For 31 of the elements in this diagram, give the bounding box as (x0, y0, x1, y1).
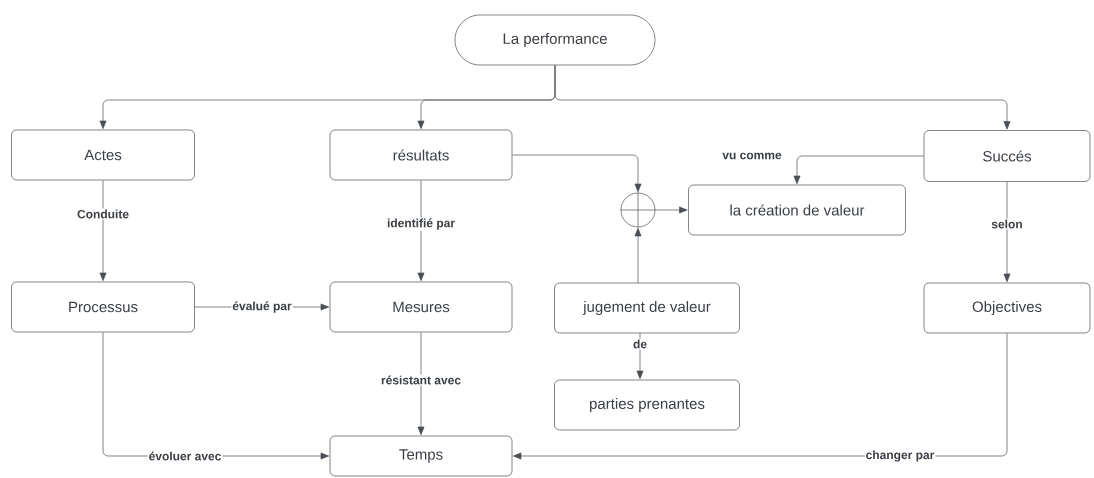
arrow (513, 333, 1008, 460)
edge-label: selon (990, 218, 1024, 230)
edge-label: résistant avec (380, 374, 463, 386)
edge-label: identifié par (386, 217, 456, 231)
arrow (793, 155, 924, 185)
process-box: Actes (11, 129, 195, 181)
process-box: jugement de valeur (554, 282, 740, 334)
process-box: Temps (329, 435, 513, 477)
edge-label: évalué par (231, 300, 293, 314)
process-box: la création de valeur (688, 184, 906, 236)
arrow (634, 227, 642, 283)
process-box: résultats (329, 129, 513, 181)
process-box: Objectives (923, 282, 1091, 334)
arrow (1003, 181, 1011, 283)
process-box: Succés (923, 130, 1091, 182)
edge-label: évoluer avec (147, 450, 223, 462)
arrow (417, 332, 425, 436)
arrow (417, 180, 425, 282)
process-box: parties prenantes (554, 379, 740, 431)
arrow (512, 154, 642, 193)
arrow (636, 333, 644, 380)
arrow (655, 206, 688, 214)
edge-label: Conduite (76, 208, 130, 220)
arrow (554, 65, 1011, 130)
process-box: Mesures (329, 281, 513, 333)
process-box: Processus (11, 281, 195, 333)
arrow (99, 180, 107, 282)
summing-junction (620, 192, 656, 228)
edge-label: de (632, 338, 648, 350)
edge-label: changer par (864, 449, 936, 463)
edge-label: vu comme (721, 151, 783, 161)
